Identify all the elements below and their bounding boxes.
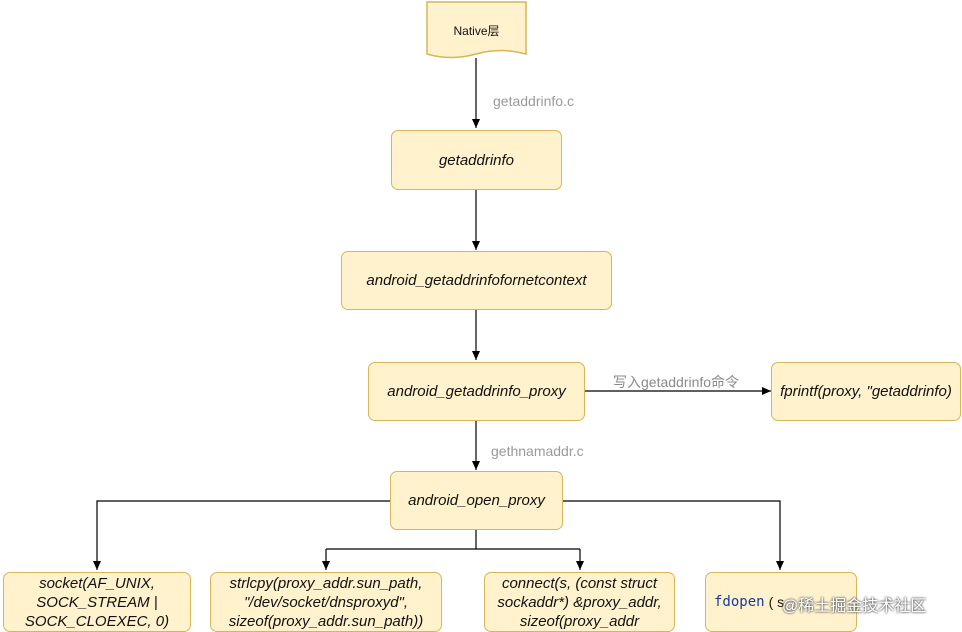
node-fprintf: fprintf(proxy, "getaddrinfo) [771,362,961,421]
node-open-proxy: android_open_proxy [390,471,563,530]
node-proxy: android_getaddrinfo_proxy [368,362,585,421]
node-fdopen-rest: ( s [768,593,785,610]
edge-open-proxy-socket [93,500,390,570]
label-getaddrinfo-c: getaddrinfo.c [493,93,574,109]
node-connect-line-2: sockaddr*) &proxy_addr, [497,593,662,611]
node-socket-line-2: SOCK_STREAM | [36,593,158,611]
label-gethnamaddr-c: gethnamaddr.c [491,443,584,459]
node-socket-line-3: SOCK_CLOEXEC, 0) [24,612,170,630]
node-strlcpy-line-3: sizeof(proxy_addr.sun_path)) [228,612,424,630]
node-connect-line-3: sizeof(proxy_addr [519,612,640,630]
edge-open-proxy-fdopen [563,500,784,570]
node-netcontext: android_getaddrinfofornetcontext [341,251,612,310]
start-label: Native层 [453,24,500,38]
node-socket: socket(AF_UNIX, SOCK_STREAM | SOCK_CLOEX… [3,572,191,632]
node-strlcpy-line-2: "/dev/socket/dnsproxyd", [243,593,409,611]
node-fdopen-code: fdopen [714,593,765,610]
start-document-shape [426,1,527,59]
node-getaddrinfo: getaddrinfo [391,130,562,190]
node-fprintf-text: fprintf(proxy, "getaddrinfo) [780,383,952,400]
node-netcontext-text: android_getaddrinfofornetcontext [366,272,587,289]
node-connect-line-1: connect(s, (const struct [501,574,658,592]
node-socket-line-1: socket(AF_UNIX, [39,574,155,592]
node-open-proxy-text: android_open_proxy [408,492,545,509]
node-fdopen: fdopen ( s [705,572,857,632]
node-proxy-text: android_getaddrinfo_proxy [387,383,566,400]
node-strlcpy-line-1: strlcpy(proxy_addr.sun_path, [229,574,423,592]
label-write-cmd: 写入getaddrinfo命令 [613,374,740,390]
node-strlcpy: strlcpy(proxy_addr.sun_path, "/dev/socke… [210,572,442,632]
node-connect: connect(s, (const struct sockaddr*) &pro… [484,572,675,632]
node-getaddrinfo-text: getaddrinfo [438,151,515,169]
watermark: @稀土掘金技术社区 [782,598,927,615]
